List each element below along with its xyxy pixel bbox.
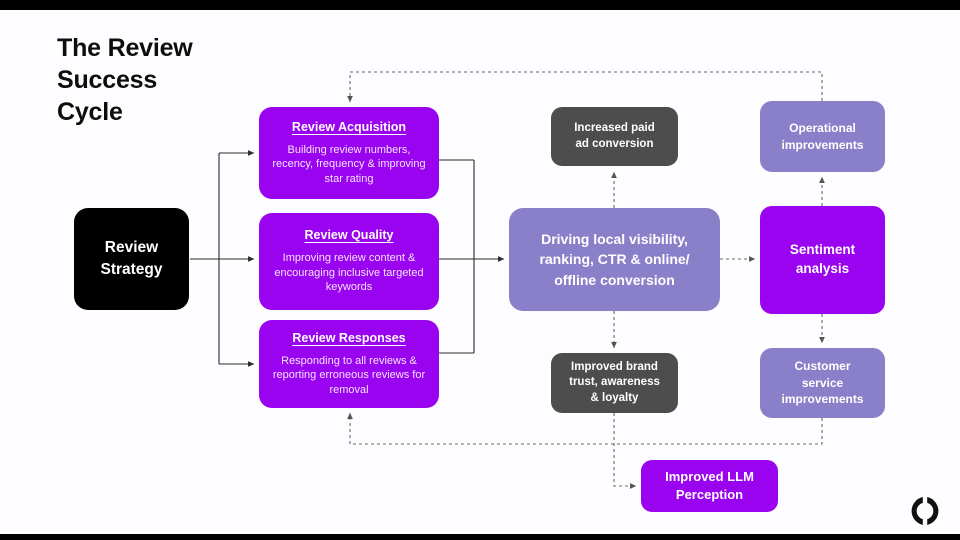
- node-review-responses-body: Responding to all reviews & reporting er…: [272, 354, 426, 396]
- node-improved-llm-perception-label: Improved LLM Perception: [665, 469, 754, 502]
- node-review-strategy-label: Review Strategy: [100, 239, 163, 278]
- node-increased-paid-ad-conversion-label: Increased paid ad conversion: [574, 121, 655, 150]
- node-sentiment-analysis[interactable]: Sentiment analysis: [760, 206, 885, 314]
- node-driving-local-visibility-label: Driving local visibility, ranking, CTR &…: [539, 231, 690, 288]
- node-review-acquisition[interactable]: Review Acquisition Building review numbe…: [259, 107, 439, 199]
- split-circle-logo-icon: [911, 497, 939, 525]
- node-operational-improvements-label: Operational improvements: [781, 120, 864, 152]
- page-title: The Review Success Cycle: [57, 34, 193, 126]
- wire-trust-to-llm: [613, 413, 637, 489]
- letterbox-bar-bottom: [0, 534, 960, 540]
- node-improved-brand-trust-label: Improved brand trust, awareness & loyalt…: [569, 360, 660, 404]
- node-driving-local-visibility[interactable]: Driving local visibility, ranking, CTR &…: [509, 208, 720, 311]
- node-sentiment-analysis-label: Sentiment analysis: [789, 242, 856, 276]
- node-review-acquisition-body: Building review numbers, recency, freque…: [272, 143, 426, 185]
- node-operational-improvements[interactable]: Operational improvements: [760, 101, 885, 172]
- node-review-quality-body: Improving review content & encouraging i…: [274, 252, 424, 294]
- node-review-quality-title: Review Quality: [304, 228, 394, 243]
- node-review-responses-title: Review Responses: [292, 330, 406, 345]
- node-improved-llm-perception[interactable]: Improved LLM Perception: [641, 460, 778, 512]
- letterbox-bar-top: [0, 0, 960, 10]
- wire-customer-feedback-to-responses: [347, 412, 823, 445]
- wire-operational-feedback-to-acquisition: [347, 71, 823, 103]
- node-review-quality[interactable]: Review Quality Improving review content …: [259, 213, 439, 310]
- node-customer-service-improvements-label: Customer service improvements: [781, 359, 864, 407]
- node-review-strategy[interactable]: Review Strategy: [74, 208, 189, 310]
- node-review-acquisition-title: Review Acquisition: [291, 119, 407, 134]
- node-review-responses[interactable]: Review Responses Responding to all revie…: [259, 320, 439, 408]
- node-improved-brand-trust[interactable]: Improved brand trust, awareness & loyalt…: [551, 353, 678, 413]
- node-increased-paid-ad-conversion[interactable]: Increased paid ad conversion: [551, 107, 678, 166]
- node-customer-service-improvements[interactable]: Customer service improvements: [760, 348, 885, 418]
